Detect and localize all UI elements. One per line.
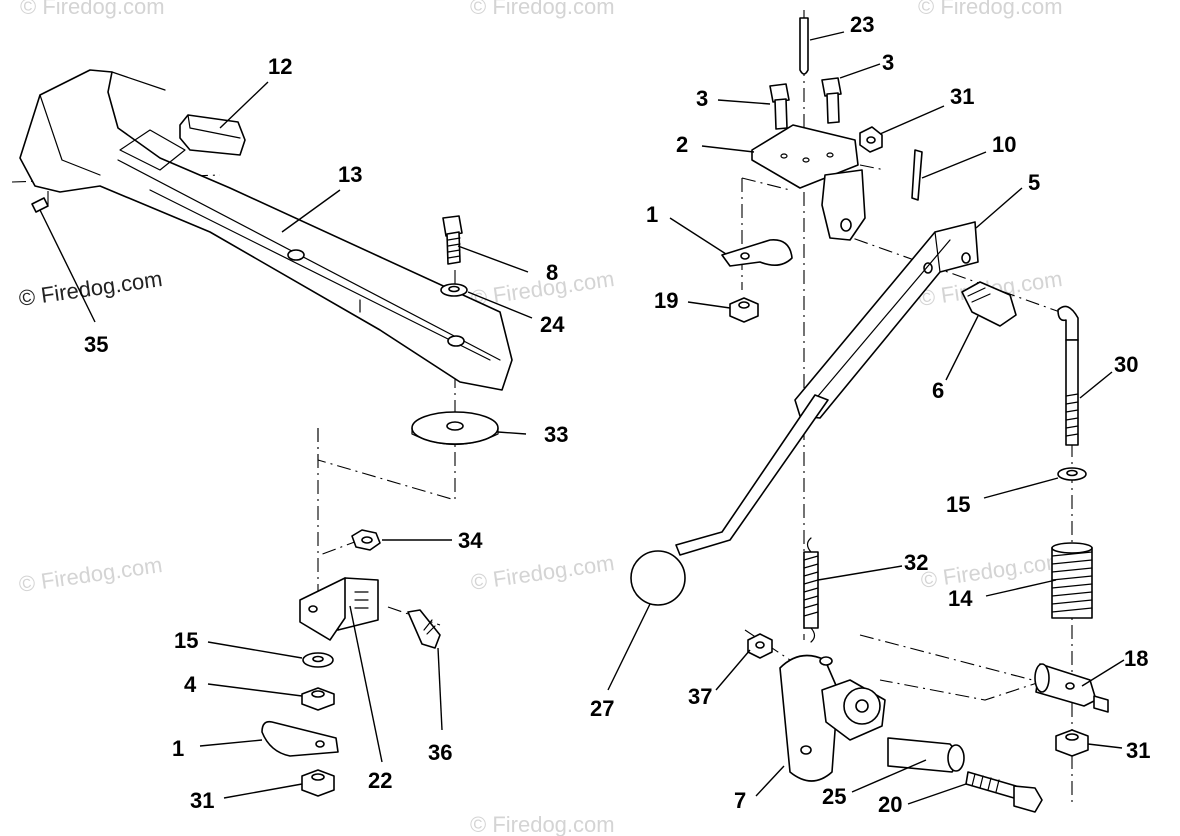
label-2: 2 [676, 132, 688, 157]
upper-bracket-2-hardware [721, 17, 923, 323]
watermark: © Firedog.com [20, 0, 165, 19]
label-3: 3 [696, 86, 708, 111]
lower-assembly-32-7-25-20 [747, 537, 1109, 813]
label-10: 10 [992, 132, 1016, 157]
label-15: 15 [946, 492, 970, 517]
label-34: 34 [458, 528, 483, 553]
bracket-22-hardware [261, 529, 441, 797]
label-15: 15 [174, 628, 198, 653]
lever-bracket-12-13 [19, 69, 513, 391]
label-36: 36 [428, 740, 452, 765]
watermark: © Firedog.com [470, 812, 615, 836]
label-1: 1 [172, 736, 184, 761]
label-30: 30 [1114, 352, 1138, 377]
label-22: 22 [368, 768, 392, 793]
watermarks: © Firedog.com © Firedog.com © Firedog.co… [17, 0, 1066, 836]
watermark: © Firedog.com [919, 548, 1066, 593]
control-arm-5-27 [630, 221, 979, 606]
hardware-8-24-33 [411, 215, 499, 446]
label-25: 25 [822, 784, 846, 809]
label-8: 8 [546, 260, 558, 285]
label-20: 20 [878, 792, 902, 817]
watermark: © Firedog.com [469, 550, 616, 595]
label-14: 14 [948, 586, 973, 611]
part-labels: 12 13 35 8 24 33 34 15 4 1 31 22 36 23 3… [84, 12, 1150, 817]
label-24: 24 [540, 312, 565, 337]
watermark: © Firedog.com [17, 552, 164, 597]
label-12: 12 [268, 54, 292, 79]
hardware-6-30-15-14 [961, 281, 1093, 619]
assembly-centerlines [11, 10, 1073, 805]
label-31: 31 [190, 788, 214, 813]
label-33: 33 [544, 422, 568, 447]
label-37: 37 [688, 684, 712, 709]
label-6: 6 [932, 378, 944, 403]
leader-lines [39, 31, 1125, 805]
label-31: 31 [1126, 738, 1150, 763]
label-5: 5 [1028, 170, 1040, 195]
watermark: © Firedog.com [918, 0, 1063, 19]
label-18: 18 [1124, 646, 1148, 671]
label-27: 27 [590, 696, 614, 721]
label-31: 31 [950, 84, 974, 109]
label-3: 3 [882, 50, 894, 75]
label-13: 13 [338, 162, 362, 187]
label-1: 1 [646, 202, 658, 227]
watermark: © Firedog.com [17, 266, 164, 311]
label-4: 4 [184, 672, 197, 697]
label-19: 19 [654, 288, 678, 313]
label-7: 7 [734, 788, 746, 813]
label-23: 23 [850, 12, 874, 37]
watermark: © Firedog.com [470, 0, 615, 19]
label-32: 32 [904, 550, 928, 575]
label-35: 35 [84, 332, 108, 357]
watermark: © Firedog.com [469, 266, 616, 311]
